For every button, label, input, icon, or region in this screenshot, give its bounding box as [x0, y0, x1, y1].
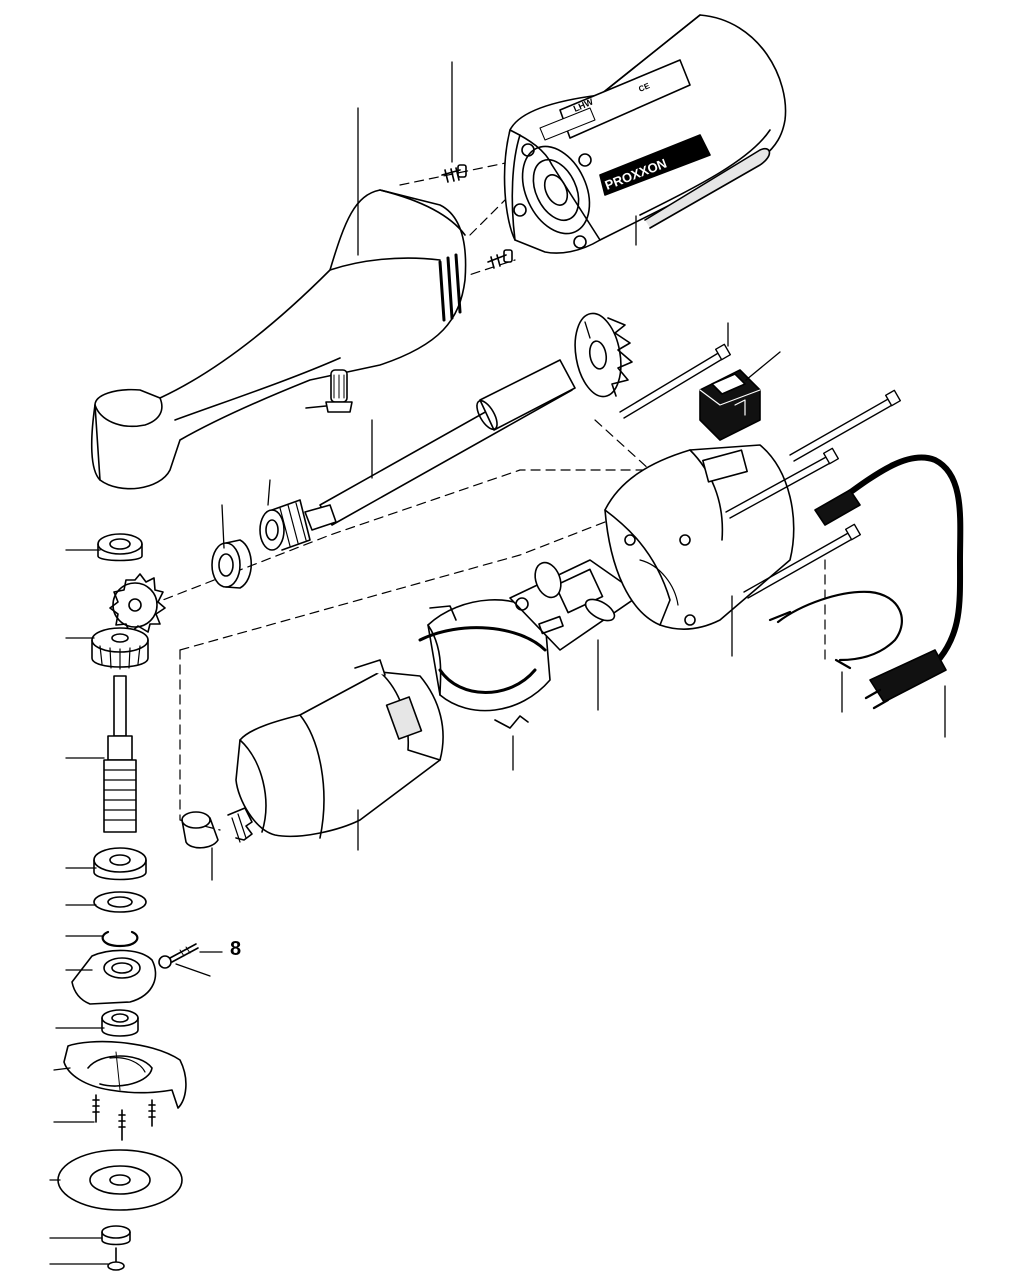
drive-shaft [304, 359, 576, 531]
clamping-nut [101, 1225, 131, 1246]
spur-gear-icon [109, 573, 166, 634]
switch-icon [699, 369, 761, 441]
spindle-shaft [103, 675, 137, 833]
bevel-gear-small-icon [91, 627, 149, 670]
wheel-guard [63, 1040, 187, 1109]
housing-screw [441, 164, 467, 183]
gear-head-housing [90, 189, 467, 490]
spindle-bearing-bottom [93, 847, 147, 881]
rear-housing [604, 444, 795, 630]
guard-screws [92, 1094, 156, 1141]
motor-pinion [227, 807, 253, 843]
ce-mark: CE [637, 81, 651, 94]
threaded-coupling [259, 499, 311, 551]
part-callout-number: 8 [230, 938, 242, 960]
circlip [101, 930, 139, 948]
circuit-board [509, 559, 641, 651]
spindle-lock-button [305, 369, 353, 413]
motor-bushing [181, 811, 219, 849]
brush-holder-sleeve [418, 599, 551, 729]
cable-clip [768, 590, 903, 670]
wave-washer [93, 891, 147, 913]
cover-screw [158, 943, 199, 969]
clamping-screw [107, 1247, 125, 1271]
spindle-bearing-top [97, 533, 143, 562]
motor-icon [235, 659, 444, 839]
bearing-ring [211, 539, 252, 589]
long-screws [619, 343, 902, 599]
gear-cover-plate [71, 949, 157, 1005]
leader-lines [49, 61, 946, 1265]
housing-screw-lower [487, 249, 513, 269]
grinding-disc-icon [57, 1149, 183, 1211]
power-cord-icon [814, 454, 964, 710]
motor-housing: LHW CE PROXXON [503, 14, 787, 254]
flange-nut [101, 1009, 139, 1037]
bevel-gear-icon [574, 312, 633, 398]
